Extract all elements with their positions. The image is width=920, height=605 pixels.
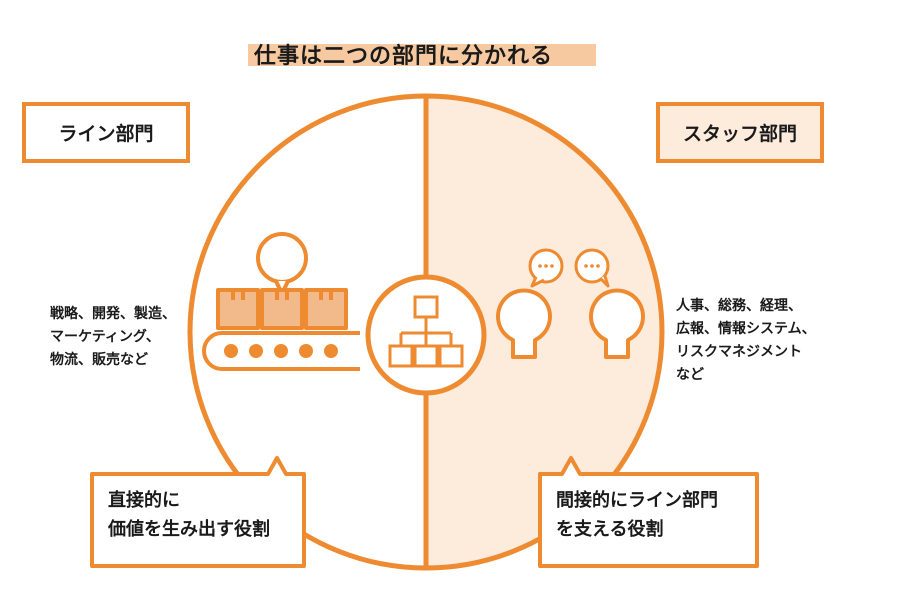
- line-role-text: 直接的に 価値を生み出す役割: [108, 486, 270, 544]
- staff-role-text: 間接的にライン部門 を支える役割: [556, 486, 718, 544]
- line-role-line: 価値を生み出す役割: [108, 519, 270, 540]
- page-title: 仕事は二つの部門に分かれる: [254, 44, 554, 69]
- line-example-text: 戦略、開発、製造、: [50, 306, 176, 322]
- staff-role-line: 間接的にライン部門: [556, 490, 718, 511]
- discussing-people-icon: [496, 288, 645, 359]
- line-example-text: 物流、販売など: [50, 352, 148, 368]
- department-circle: [187, 93, 665, 571]
- title-highlight: [248, 44, 596, 66]
- staff-example-text: 広報、情報システム、: [676, 321, 816, 337]
- staff-example-text: リスクマネジメント: [676, 344, 802, 360]
- staff-example-text: など: [676, 367, 704, 383]
- line-role-line: 直接的に: [108, 490, 180, 511]
- line-examples: 戦略、開発、製造、 マーケティング、 物流、販売など: [50, 303, 176, 372]
- staff-example-text: 人事、総務、経理、: [676, 298, 802, 314]
- staff-examples: 人事、総務、経理、 広報、情報システム、 リスクマネジメント など: [676, 295, 816, 387]
- organization-chart-icon: [388, 295, 464, 368]
- staff-department-label: スタッフ部門: [682, 123, 797, 145]
- line-department-tag: ライン部門: [22, 102, 190, 163]
- line-department-label: ライン部門: [58, 123, 154, 145]
- line-role-callout: [90, 456, 306, 568]
- staff-department-tag: スタッフ部門: [656, 102, 824, 163]
- staff-role-line: を支える役割: [556, 519, 664, 540]
- conveyor-rollers: [224, 344, 338, 358]
- factory-conveyor-icon: [202, 232, 360, 371]
- staff-role-callout: [538, 456, 759, 568]
- speech-bubble-icon: [528, 248, 610, 288]
- line-example-text: マーケティング、: [50, 329, 160, 345]
